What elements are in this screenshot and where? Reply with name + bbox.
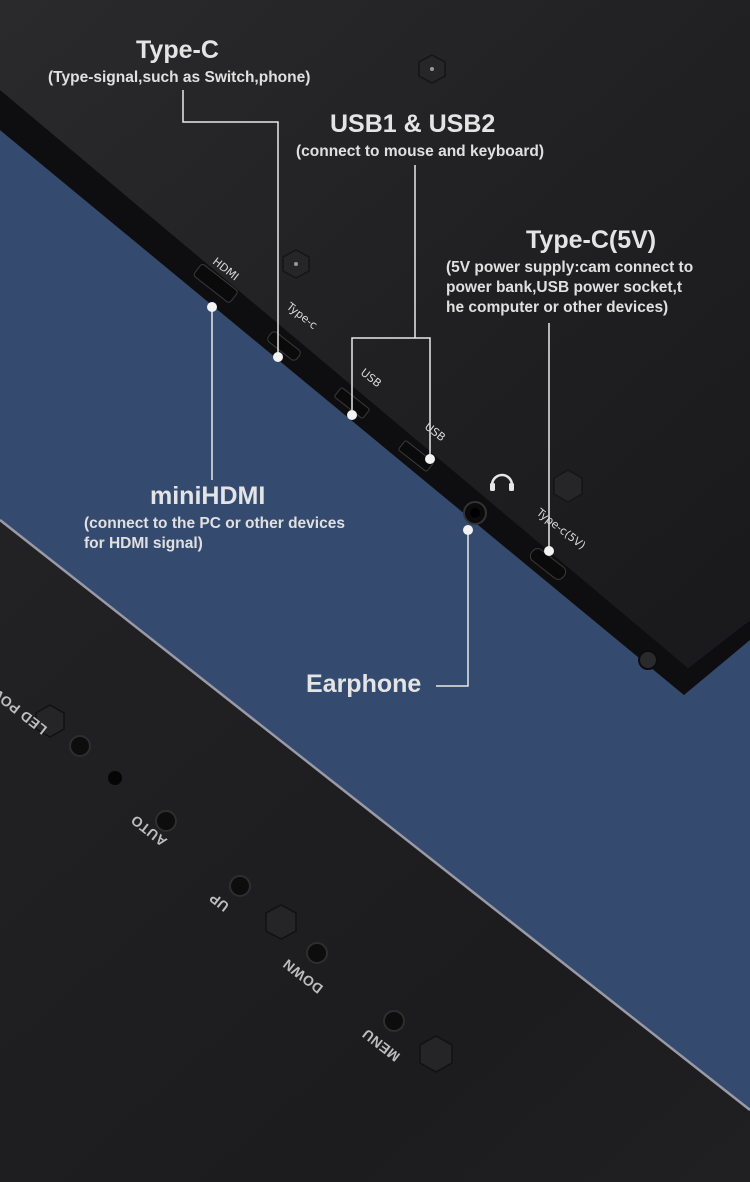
auto-button[interactable]	[155, 810, 177, 832]
headphone-icon	[490, 473, 514, 491]
usb2-port	[398, 440, 434, 472]
screw-icon	[638, 650, 658, 670]
down-button[interactable]	[306, 942, 328, 964]
hex-foot-icon	[35, 704, 65, 738]
typec-callout-desc: (Type-signal,such as Switch,phone)	[48, 69, 311, 86]
hex-foot-icon	[419, 1035, 453, 1073]
monitor-back-bottom	[0, 520, 750, 1182]
hex-foot-icon	[265, 904, 297, 940]
typec-callout-title: Type-C	[136, 36, 219, 64]
minihdmi-callout-desc-2: for HDMI signal)	[84, 535, 203, 552]
earphone-callout-title: Earphone	[306, 670, 422, 698]
usb-callout-desc: (connect to mouse and keyboard)	[296, 143, 545, 160]
callout-lines	[182, 90, 550, 687]
typec-5v-callout-desc-2: power bank,USB power socket,t	[446, 279, 682, 296]
typec-5v-callout-desc-3: he computer or other devices)	[446, 299, 669, 316]
up-button[interactable]	[229, 875, 251, 897]
led-indicator	[108, 771, 122, 785]
typec-port	[267, 331, 301, 361]
hex-foot-icon	[553, 469, 583, 503]
minihdmi-callout-title: miniHDMI	[150, 482, 266, 510]
hdmi-port	[193, 264, 238, 303]
typec-5v-port	[529, 548, 567, 580]
typec-5v-callout-desc-1: (5V power supply:cam connect to	[446, 259, 694, 276]
usb-callout-title: USB1 & USB2	[330, 110, 496, 138]
callout-dots	[207, 302, 554, 556]
led-power-button[interactable]	[69, 735, 91, 757]
monitor-back-top	[0, 0, 750, 668]
menu-button[interactable]	[383, 1010, 405, 1032]
minihdmi-callout-desc-1: (connect to the PC or other devices	[84, 515, 345, 532]
typec-5v-callout-title: Type-C(5V)	[526, 226, 657, 254]
